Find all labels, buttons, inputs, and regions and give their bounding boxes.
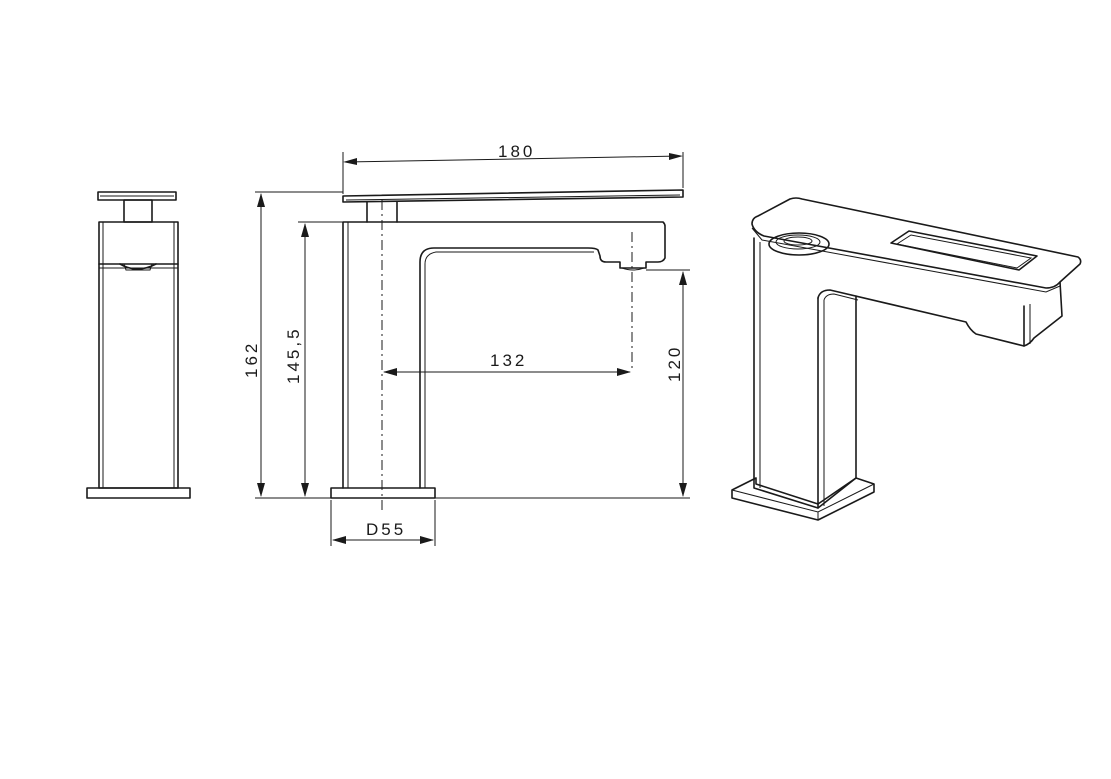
- side-view: [86, 191, 191, 499]
- dim-overall-length: 180: [498, 142, 535, 161]
- front-view: [330, 189, 684, 510]
- dimension-lines: [255, 152, 690, 546]
- dim-spout-height: 120: [665, 345, 684, 382]
- dim-body-height: 145,5: [284, 326, 303, 384]
- dim-overall-height: 162: [242, 341, 261, 378]
- isometric-view: [731, 197, 1082, 521]
- dim-base-diameter: D55: [366, 520, 406, 539]
- dim-spout-reach: 132: [490, 351, 527, 370]
